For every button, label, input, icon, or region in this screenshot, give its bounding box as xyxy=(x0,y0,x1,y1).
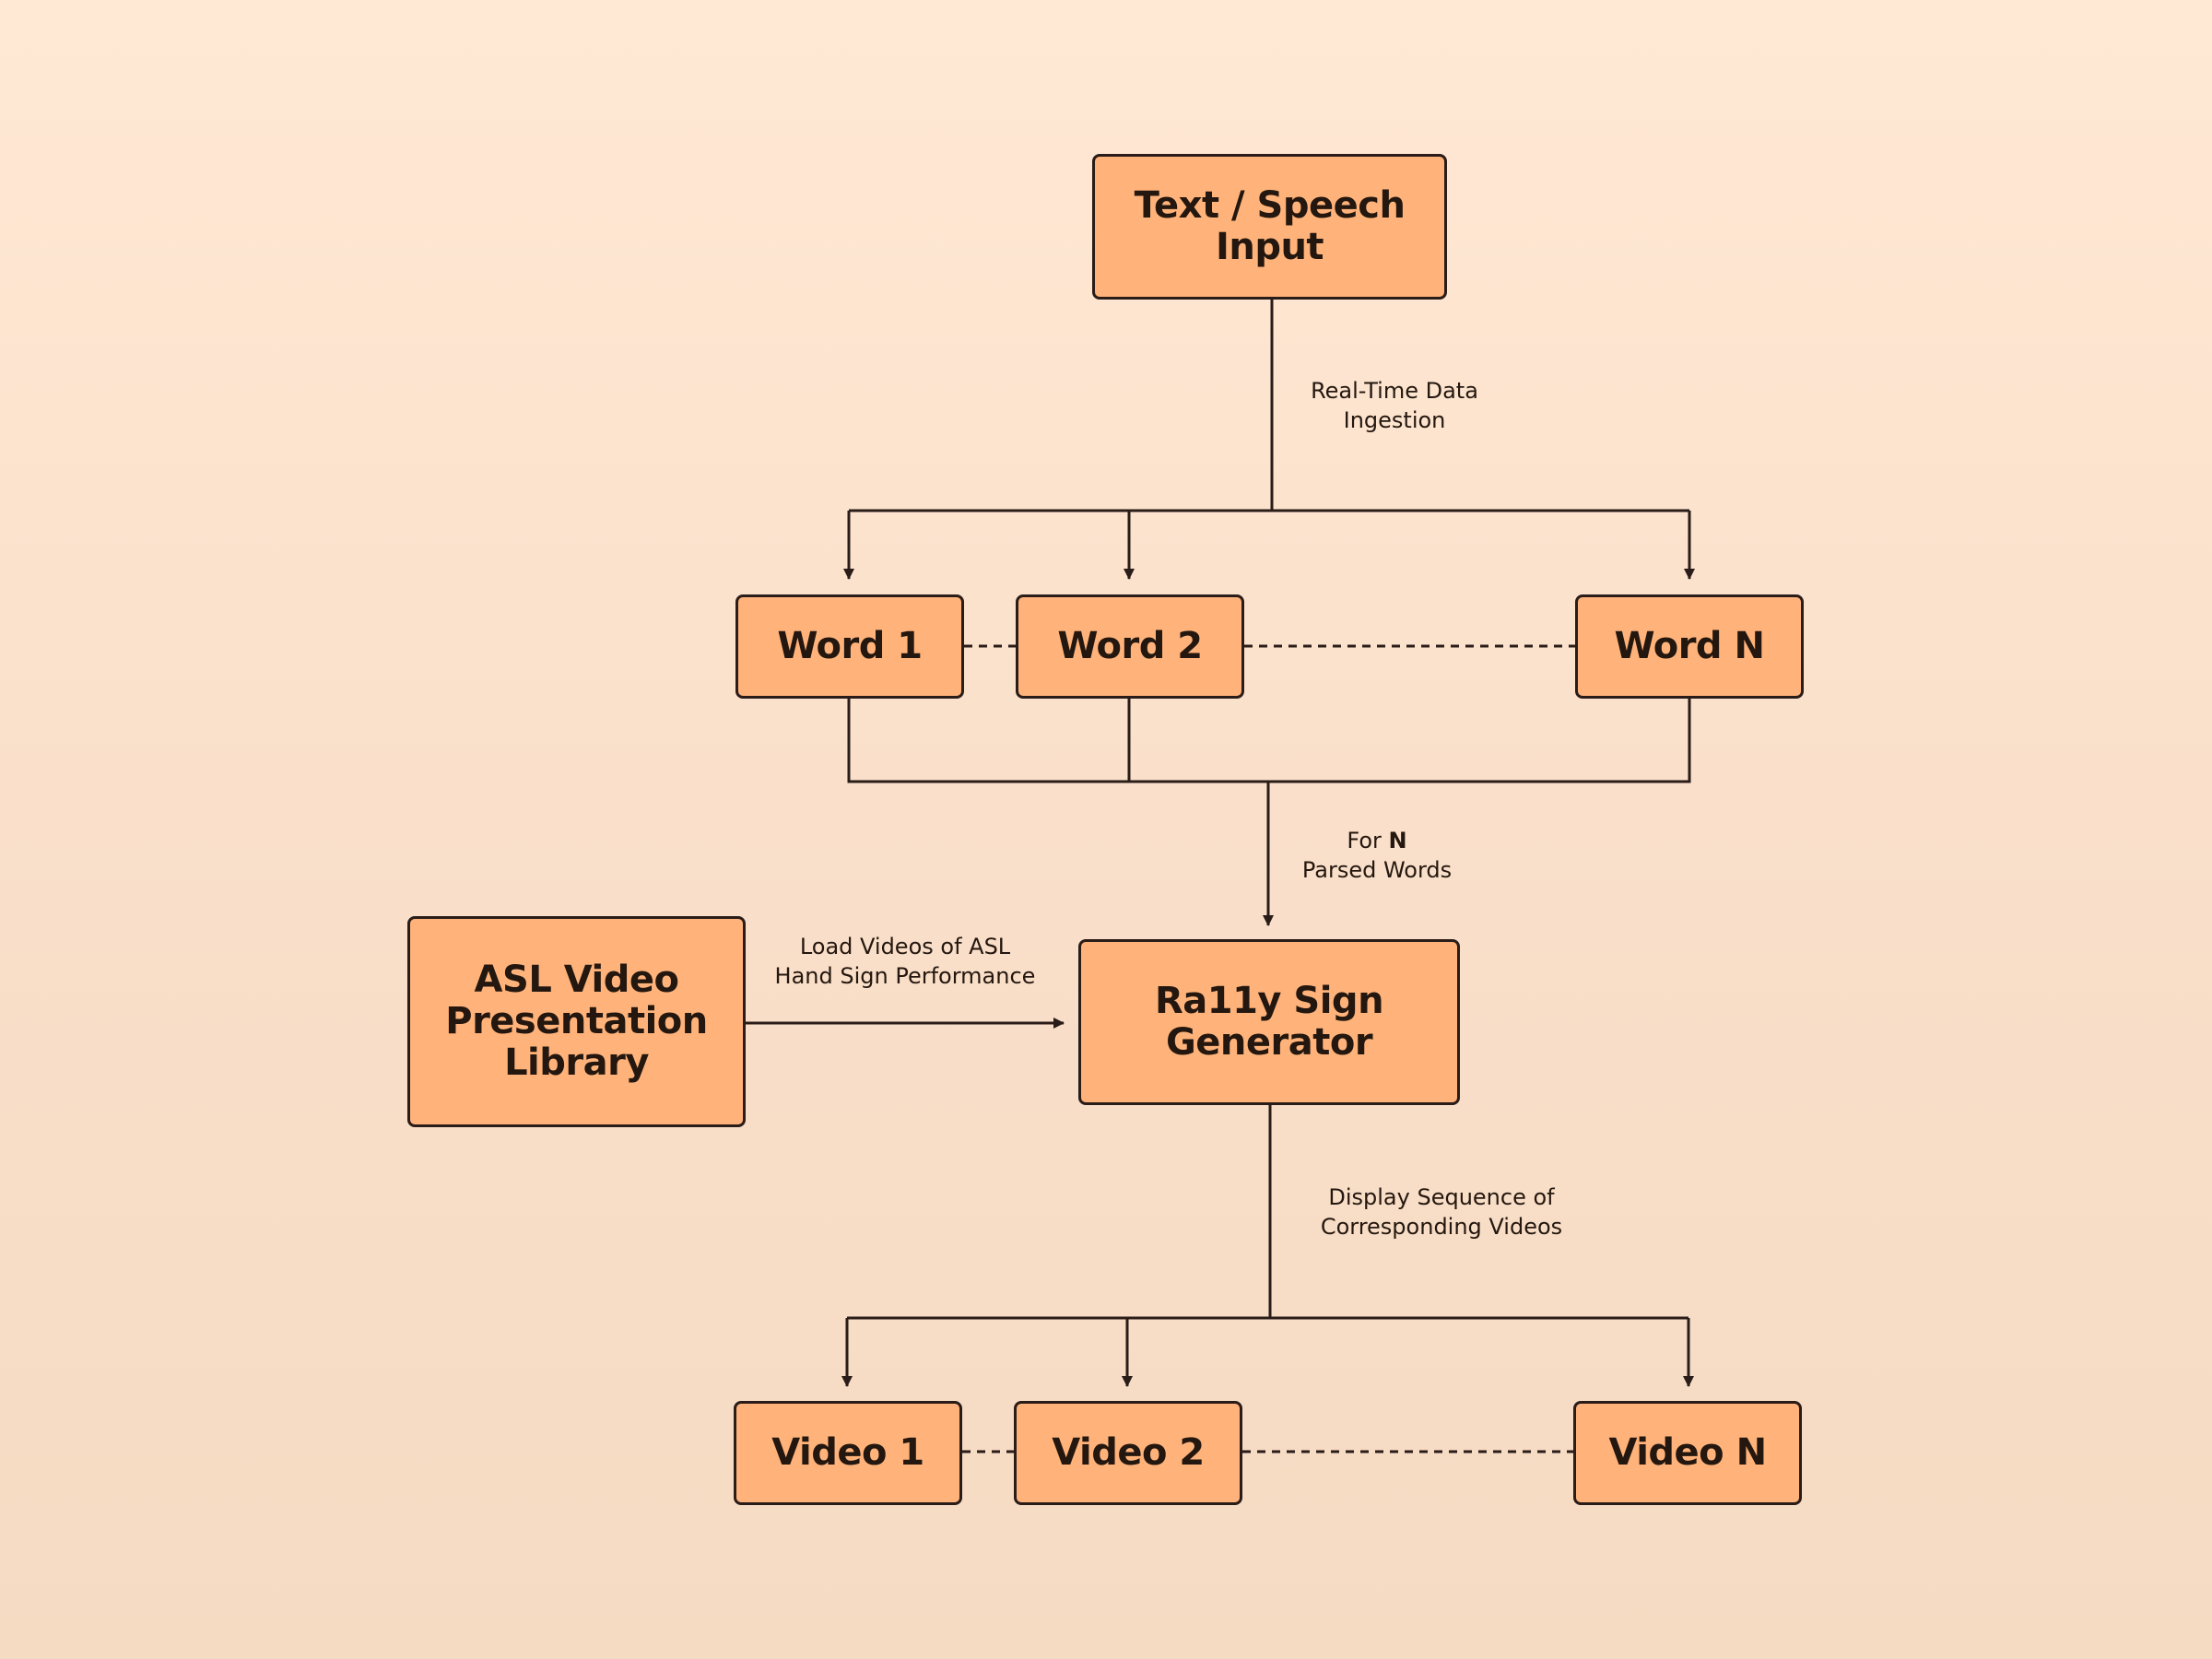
display-label-line-1: Display Sequence of xyxy=(1328,1184,1555,1210)
load-label-line-2: Hand Sign Performance xyxy=(774,963,1036,990)
ingestion-label-line-1: Real-Time Data xyxy=(1311,378,1478,404)
parsed-label-prefix: For xyxy=(1347,828,1389,853)
input-node: Text / Speech Input xyxy=(1092,154,1447,300)
ingestion-label-line-2: Ingestion xyxy=(1343,407,1446,434)
word-n-label: Word N xyxy=(1614,625,1765,668)
input-node-label: Text / Speech Input xyxy=(1134,184,1406,268)
word-1-label: Word 1 xyxy=(777,625,923,668)
video-1-label: Video 1 xyxy=(771,1431,924,1475)
parsed-label-line-2: Parsed Words xyxy=(1301,857,1453,884)
display-sequence-edge-label: Display Sequence of Corresponding Videos xyxy=(1294,1182,1589,1242)
word-2-node: Word 2 xyxy=(1016,594,1244,699)
video-n-label: Video N xyxy=(1608,1431,1767,1475)
parsed-label-n: N xyxy=(1388,828,1407,853)
ingestion-edge-label: Real-Time Data Ingestion xyxy=(1286,376,1503,436)
video-2-node: Video 2 xyxy=(1014,1401,1242,1505)
video-1-node: Video 1 xyxy=(734,1401,962,1505)
sign-generator-label: Ra11y Sign Generator xyxy=(1154,980,1384,1064)
video-2-label: Video 2 xyxy=(1052,1431,1205,1475)
parsed-words-edge-label: For N Parsed Words xyxy=(1276,826,1478,886)
video-n-node: Video N xyxy=(1573,1401,1802,1505)
load-label-line-1: Load Videos of ASL xyxy=(799,934,1011,959)
asl-library-node: ASL Video Presentation Library xyxy=(407,916,746,1127)
word-n-node: Word N xyxy=(1575,594,1804,699)
sign-generator-node: Ra11y Sign Generator xyxy=(1078,939,1460,1105)
asl-library-label: ASL Video Presentation Library xyxy=(445,959,708,1084)
word-2-label: Word 2 xyxy=(1057,625,1203,668)
load-videos-edge-label: Load Videos of ASL Hand Sign Performance xyxy=(758,932,1053,992)
parsed-label-line-1: For N xyxy=(1276,826,1478,855)
word-1-node: Word 1 xyxy=(735,594,964,699)
connector-word-merge xyxy=(847,698,1691,783)
display-label-line-2: Corresponding Videos xyxy=(1320,1214,1563,1241)
